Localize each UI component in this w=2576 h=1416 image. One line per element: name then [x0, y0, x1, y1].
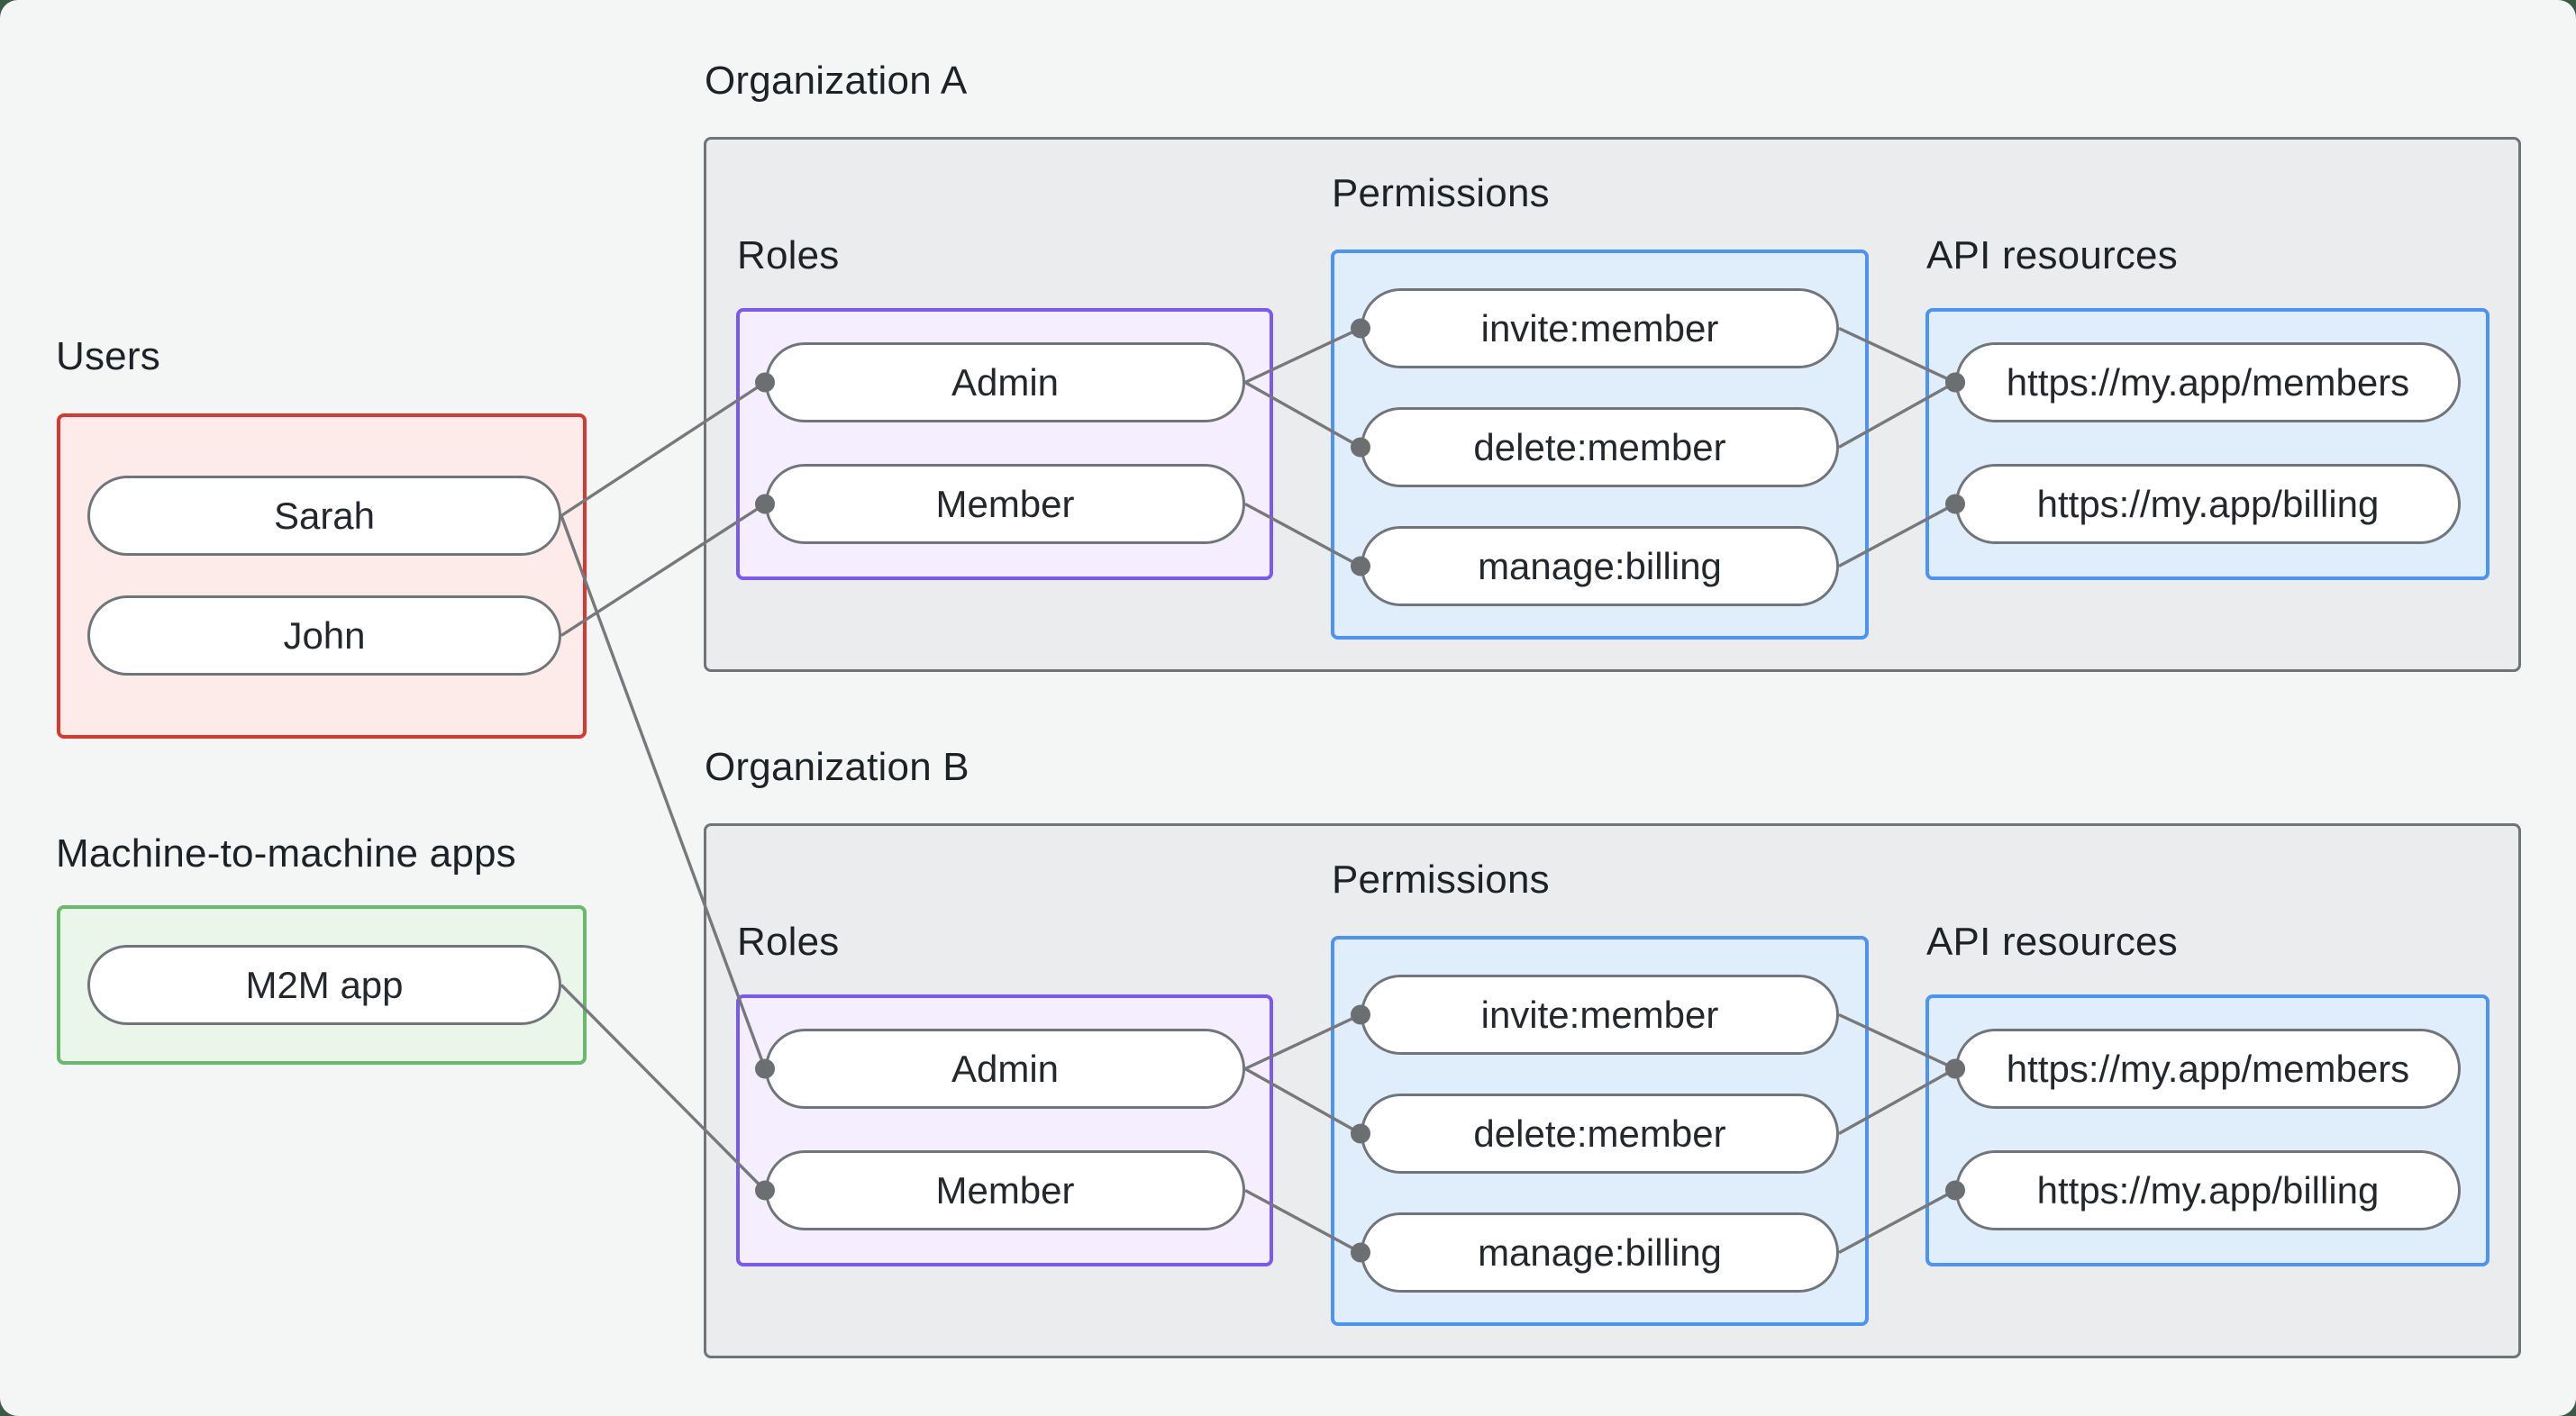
org-a-permission-pill-manage-billing: manage:billing [1361, 526, 1839, 606]
org-b-permission-pill-manage-billing: manage:billing [1361, 1212, 1839, 1293]
org-a-roles-label: Roles [737, 233, 840, 277]
org-a-api-resources-label: API resources [1926, 233, 2178, 277]
m2m-app-pill: M2M app [87, 945, 561, 1025]
users-group-label: Users [56, 334, 160, 378]
org-a-api-pill-billing: https://my.app/billing [1955, 464, 2461, 544]
org-b-api-resources-label: API resources [1926, 920, 2178, 964]
org-b-permissions-label: Permissions [1332, 858, 1550, 902]
org-b-api-pill-billing: https://my.app/billing [1955, 1150, 2461, 1230]
org-b-api-pill-members: https://my.app/members [1955, 1029, 2461, 1109]
org-b-roles-label: Roles [737, 920, 840, 964]
user-pill-sarah: Sarah [87, 476, 561, 556]
user-pill-john: John [87, 595, 561, 676]
org-a-role-pill-member: Member [765, 464, 1245, 544]
org-b-role-pill-member: Member [765, 1150, 1245, 1230]
org-a-permissions-label: Permissions [1332, 171, 1550, 215]
org-a-title: Organization A [705, 59, 968, 103]
org-a-api-pill-members: https://my.app/members [1955, 342, 2461, 422]
org-b-title: Organization B [705, 745, 969, 789]
org-a-permission-pill-invite-member: invite:member [1361, 288, 1839, 368]
org-a-role-pill-admin: Admin [765, 342, 1245, 422]
org-a-permission-pill-delete-member: delete:member [1361, 407, 1839, 487]
org-b-role-pill-admin: Admin [765, 1029, 1245, 1109]
org-b-permission-pill-invite-member: invite:member [1361, 975, 1839, 1055]
m2m-group-label: Machine-to-machine apps [56, 831, 516, 876]
org-b-permission-pill-delete-member: delete:member [1361, 1094, 1839, 1174]
users-box [57, 413, 587, 739]
